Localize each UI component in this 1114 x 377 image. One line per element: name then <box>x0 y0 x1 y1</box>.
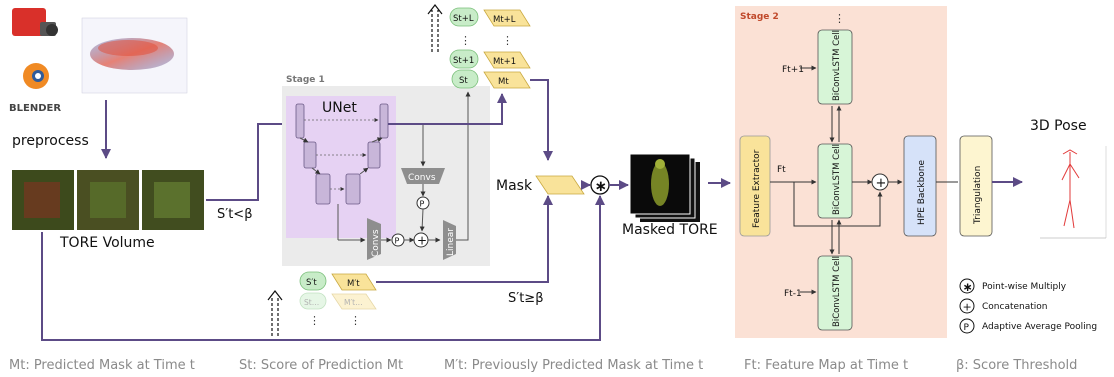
svg-text:S′t: S′t <box>306 278 317 288</box>
f-t-minus-1-label: Ft-1 <box>784 289 802 299</box>
svg-text:BiConvLSTM Cell: BiConvLSTM Cell <box>832 30 842 101</box>
svg-text:BiConvLSTM Cell: BiConvLSTM Cell <box>832 256 842 327</box>
score-token-prev-faded: St… <box>299 292 327 310</box>
triangulation-label: Triangulation <box>973 166 983 225</box>
convs-top-block: Convs <box>401 168 445 184</box>
svg-text:St+L: St+L <box>453 14 474 24</box>
pose-plot-image <box>1040 146 1107 239</box>
double-up-arrow-bottom-icon <box>267 290 283 336</box>
svg-text:+: + <box>876 176 887 191</box>
blender-logo-icon <box>23 63 49 89</box>
convs-bottom-label: Convs <box>371 229 381 257</box>
legend-pool-icon <box>959 318 975 334</box>
mask-token-prev: M′t <box>331 273 377 291</box>
linear-block: Linear <box>443 220 456 260</box>
mask-label: Mask <box>496 178 533 194</box>
svg-text:Mt: Mt <box>498 77 509 87</box>
linear-label: Linear <box>446 228 456 256</box>
masked-tore-image <box>629 153 700 222</box>
bilstm-links <box>829 105 842 255</box>
score-token-t: St <box>451 69 479 89</box>
concat-symbol: + <box>417 234 427 248</box>
camera-icon <box>12 8 58 36</box>
stage2-title: Stage 2 <box>740 12 779 22</box>
svg-text:M′t: M′t <box>347 279 360 289</box>
svg-text:+: + <box>963 301 972 314</box>
f-t-plus-1-label: Ft+1 <box>782 65 804 75</box>
svg-text:Mt+L: Mt+L <box>493 15 516 25</box>
bottom-dots-right: ⋮ <box>350 314 361 327</box>
footer-s-def: St: Score of Prediction Mt <box>239 358 403 373</box>
masked-tore-label: Masked TORE <box>622 222 718 238</box>
top-dots-left: ⋮ <box>460 34 471 47</box>
high-score-arrow <box>376 195 553 283</box>
convs-bottom-block: Convs <box>367 218 381 260</box>
triangulation-block: Triangulation <box>959 135 993 237</box>
top-dots-right: ⋮ <box>502 34 513 47</box>
tore-volume-image <box>12 170 204 230</box>
multiply-symbol: ∗ <box>595 177 608 195</box>
convs-top-label: Convs <box>408 173 436 183</box>
f-t-label: Ft <box>777 165 786 175</box>
legend-concat-label: Concatenation <box>982 302 1047 312</box>
bilstm-cell-top: BiConvLSTM Cell <box>817 29 853 105</box>
svg-text:BiConvLSTM Cell: BiConvLSTM Cell <box>832 144 842 215</box>
mask-token-t-plus-l: Mt+L <box>483 9 531 27</box>
stage1-title: Stage 1 <box>286 75 325 85</box>
footer-mp-def: M′t: Previously Predicted Mask at Time t <box>444 358 703 373</box>
unet-flow-arrows <box>299 137 383 175</box>
hpe-backbone-block: HPE Backbone <box>903 135 937 237</box>
tore-bypass-arrow <box>41 195 605 341</box>
legend-multiply-icon <box>959 278 975 294</box>
pose-title: 3D Pose <box>1030 118 1087 134</box>
mask-token-prev-faded: M′t… <box>331 293 377 310</box>
svg-text:∗: ∗ <box>963 280 973 294</box>
feature-extractor-block: Feature Extractor <box>739 135 771 237</box>
svg-text:P: P <box>964 323 970 333</box>
bilstm-cell-middle: BiConvLSTM Cell <box>817 143 853 219</box>
unet-label: UNet <box>322 100 357 116</box>
legend: ∗ Point-wise Multiply + Concatenation P … <box>959 278 1097 334</box>
s-ge-beta-label: S′t≥β <box>508 291 544 306</box>
svg-text:Mt+1: Mt+1 <box>493 57 516 67</box>
unet-skip-arrows <box>304 118 379 191</box>
low-score-arrow <box>206 119 295 201</box>
score-token-t-plus-1: St+1 <box>449 49 479 69</box>
bilstm-cell-bottom: BiConvLSTM Cell <box>817 255 853 331</box>
legend-multiply-label: Point-wise Multiply <box>982 282 1067 292</box>
feature-extractor-label: Feature Extractor <box>752 149 762 228</box>
legend-pool-label: Adaptive Average Pooling <box>982 322 1097 332</box>
double-up-arrow-icon <box>427 4 443 52</box>
tore-volume-label: TORE Volume <box>59 235 155 251</box>
svg-text:St+1: St+1 <box>453 56 474 66</box>
legend-concat-icon <box>959 298 975 314</box>
score-token-t-plus-l: St+L <box>449 7 479 27</box>
svg-text:St…: St… <box>304 298 319 307</box>
svg-text:St: St <box>459 76 468 86</box>
preprocess-label: preprocess <box>12 133 89 149</box>
footer-beta-def: β: Score Threshold <box>956 358 1077 373</box>
bottom-dots-left: ⋮ <box>309 314 320 327</box>
s-lt-beta-label: S′t<β <box>217 207 253 222</box>
footer-m-def: Mt: Predicted Mask at Time t <box>9 358 195 373</box>
svg-text:M′t…: M′t… <box>344 298 363 307</box>
skip-to-concat <box>793 182 883 227</box>
mask-token-t: Mt <box>483 71 531 89</box>
event-volume-image <box>81 17 188 94</box>
footer-f-def: Ft: Feature Map at Time t <box>744 358 908 373</box>
stage2-dots: ⋮ <box>834 12 845 25</box>
mask-t-to-mask-arrow <box>530 79 553 161</box>
unet-output-arrow <box>388 93 507 125</box>
pool-bottom-symbol: P <box>395 237 400 246</box>
score-token-prev: S′t <box>299 271 327 291</box>
blender-label: BLENDER <box>9 103 61 114</box>
linear-to-score-arrow <box>456 91 471 241</box>
hpe-backbone-label: HPE Backbone <box>917 159 927 225</box>
footer-definitions: Mt: Predicted Mask at Time t St: Score o… <box>9 358 1077 373</box>
unet-blocks <box>295 103 389 205</box>
mask-token-t-plus-1: Mt+1 <box>483 51 531 69</box>
mask-token <box>535 175 585 195</box>
pool-top-symbol: P <box>420 200 425 209</box>
